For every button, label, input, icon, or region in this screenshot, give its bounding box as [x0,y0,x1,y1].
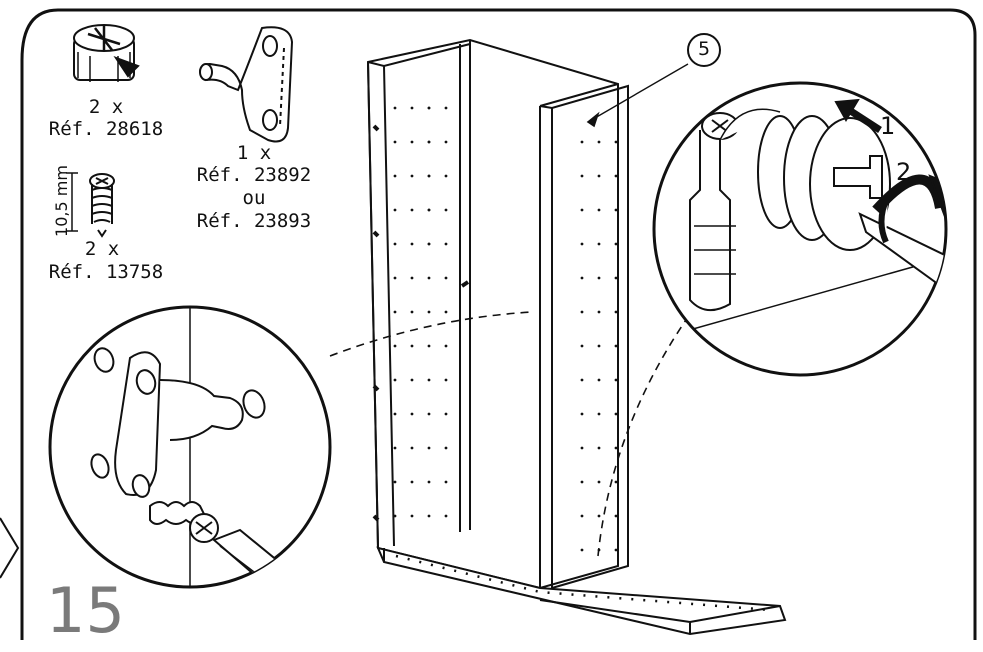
screw-dimension: 10,5 mm [52,165,71,237]
leader-lines [329,63,701,557]
wall-bracket-icon [198,26,294,143]
part-ref-cam-lock: Réf. 28618 [48,118,164,140]
part-qty-screw: 2 x [84,238,120,260]
screw-icon [66,172,115,238]
cam-lock-icon [73,24,140,82]
step-number: 15 [46,574,125,647]
arrow-label-second: 2 [896,158,912,186]
part-qty-cam-lock: 2 x [88,96,124,118]
callout-circle [687,33,721,67]
callout-number: 5 [697,38,711,60]
part-ref-screw: Réf. 13758 [48,261,164,283]
part-alt-ref-bracket: Réf. 23893 [196,210,312,232]
part-alt-word: ou [242,187,266,209]
part-ref-bracket: Réf. 23892 [196,164,312,186]
page-frame [0,8,977,640]
arrow-label-first: 1 [880,112,896,140]
cam-lock-detail-circle [652,81,948,377]
part-qty-bracket: 1 x [236,142,272,164]
cabinet-drawing [366,38,787,636]
